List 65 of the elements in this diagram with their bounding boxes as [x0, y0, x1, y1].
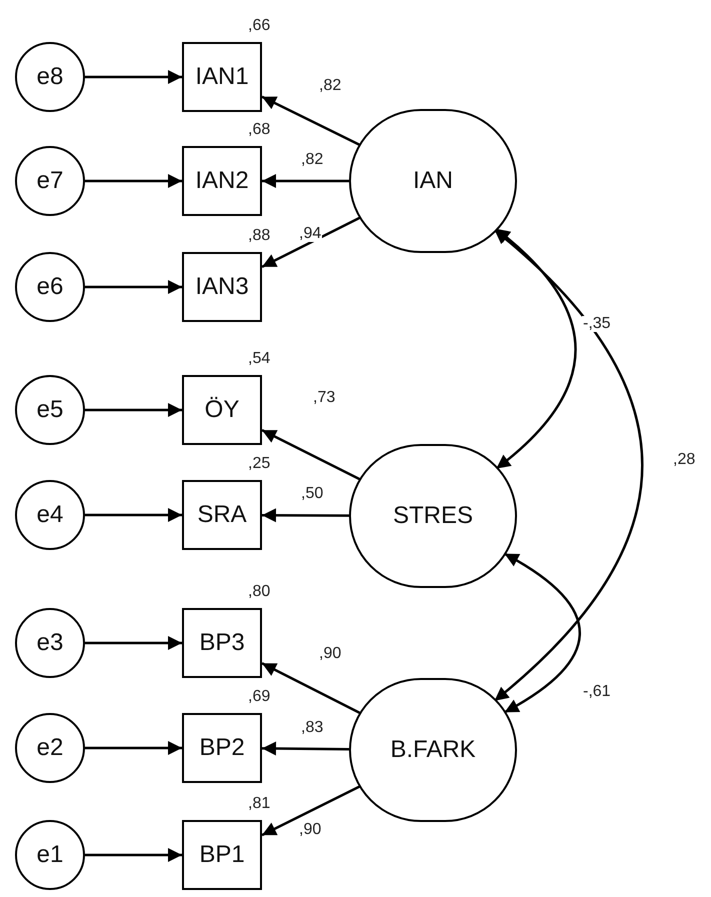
arrow	[85, 508, 182, 522]
node-label: IAN1	[195, 65, 249, 89]
arrow	[261, 96, 361, 146]
arrow	[85, 741, 182, 755]
r-squared-value: ,69	[248, 689, 270, 705]
edge-label: ,28	[672, 452, 696, 468]
indicator-box	[182, 608, 262, 678]
arrow	[85, 636, 182, 650]
arrow	[85, 174, 182, 188]
node-label: e1	[36, 843, 64, 867]
node-label: B.FARK	[390, 738, 476, 762]
node-label: e3	[36, 631, 64, 655]
arrow	[261, 216, 362, 268]
arrow	[85, 70, 182, 84]
covariance-arrow	[504, 552, 581, 714]
r-squared-value: ,80	[248, 584, 270, 600]
edge-label: ,50	[300, 486, 324, 502]
edge-label: ,82	[300, 152, 324, 168]
r-squared-value: ,68	[248, 122, 270, 138]
edge-label: -,35	[582, 316, 612, 332]
r-squared-value: ,54	[248, 351, 270, 367]
arrow	[262, 742, 350, 756]
edge-label: ,82	[318, 78, 342, 94]
node-label: IAN2	[195, 169, 249, 193]
node-label: BP2	[199, 736, 245, 760]
edge-label: ,90	[298, 822, 322, 838]
edge-label: ,83	[300, 720, 324, 736]
arrow	[261, 785, 361, 836]
edge-label: ,90	[318, 646, 342, 662]
indicator-box	[182, 480, 262, 550]
arrow	[85, 280, 182, 294]
r-squared-value: ,88	[248, 228, 270, 244]
node-label: e2	[36, 736, 64, 760]
edge-label: -,61	[582, 684, 612, 700]
indicator-box	[182, 375, 262, 445]
node-label: e7	[36, 169, 64, 193]
arrow	[262, 508, 349, 522]
node-label: e8	[36, 65, 64, 89]
node-label: e5	[36, 398, 64, 422]
node-label: BP1	[199, 843, 245, 867]
node-label: BP3	[199, 631, 245, 655]
arrow	[261, 662, 362, 714]
r-squared-value: ,81	[248, 796, 270, 812]
r-squared-value: ,25	[248, 456, 270, 472]
arrow	[262, 174, 349, 188]
node-label: ÖY	[204, 398, 240, 422]
covariance-arrow	[495, 228, 577, 470]
r-squared-value: ,66	[248, 18, 270, 34]
node-label: e4	[36, 503, 64, 527]
node-label: STRES	[392, 504, 473, 528]
arrow	[85, 403, 182, 417]
node-label: SRA	[197, 503, 247, 527]
indicator-box	[182, 146, 262, 216]
covariance-arrow	[494, 229, 644, 702]
indicator-box	[182, 820, 262, 890]
edge-label: ,94	[298, 226, 322, 242]
arrow	[261, 428, 362, 481]
indicator-box	[182, 42, 262, 112]
node-label: IAN	[412, 169, 453, 193]
arrow	[85, 848, 182, 862]
indicator-box	[182, 713, 262, 783]
node-label: IAN3	[195, 275, 249, 299]
node-label: e6	[36, 275, 64, 299]
indicator-box	[182, 252, 262, 322]
edge-label: ,73	[312, 390, 336, 406]
